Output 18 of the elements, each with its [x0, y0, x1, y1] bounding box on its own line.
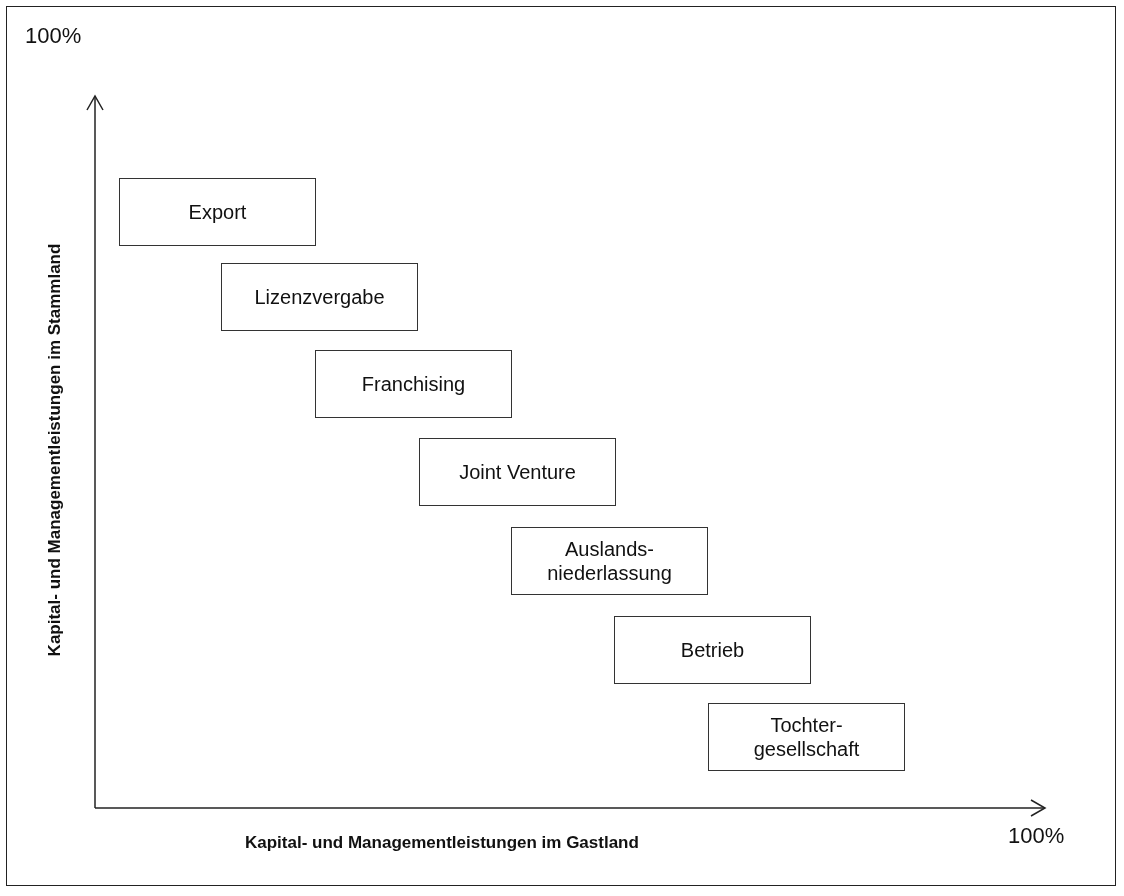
process-box — [315, 350, 512, 418]
process-box — [221, 263, 418, 331]
axis-max-label: 100% — [1008, 823, 1065, 849]
process-box — [708, 703, 905, 771]
process-box — [511, 527, 708, 595]
process-box — [614, 616, 811, 684]
box-label: Betrieb — [679, 638, 746, 662]
box-label: Lizenzvergabe — [253, 285, 386, 309]
box-label: Tochter- gesellschaft — [752, 713, 861, 761]
box-label: Joint Venture — [458, 460, 577, 484]
axis-max-label: 100% — [25, 23, 82, 49]
process-box — [419, 438, 616, 506]
x-axis-title: Kapital- und Managementleistungen im Gastland — [245, 832, 639, 853]
y-axis-title: Kapital- und Managementleistungen im Stammland — [44, 243, 65, 657]
box-label: Export — [187, 200, 248, 224]
process-box — [119, 178, 316, 246]
box-label: Franchising — [360, 372, 467, 396]
box-label: Auslands- niederlassung — [546, 537, 673, 585]
